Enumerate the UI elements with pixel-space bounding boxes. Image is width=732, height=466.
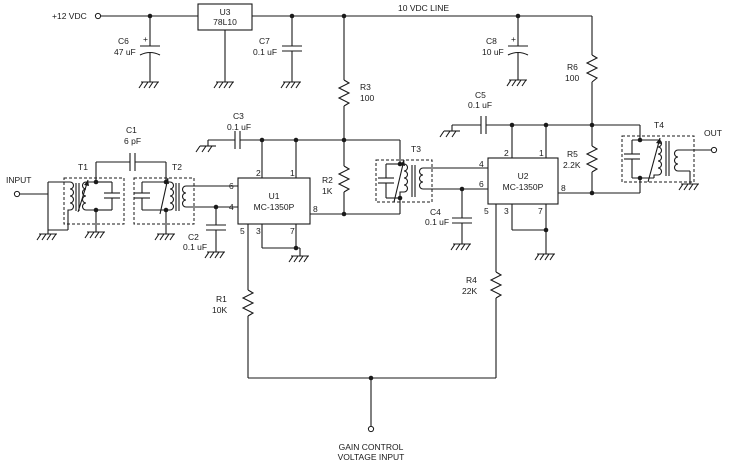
u1-pin-2: 2 bbox=[256, 168, 261, 178]
input-wiring bbox=[20, 181, 68, 241]
resistor-r2 bbox=[337, 139, 400, 217]
c3-ref: C3 bbox=[233, 111, 244, 121]
gain-control-bus bbox=[248, 375, 496, 426]
r1-ref: R1 bbox=[216, 294, 227, 304]
u2-pin-4: 4 bbox=[479, 159, 484, 169]
u2-pin-6: 6 bbox=[479, 179, 484, 189]
r2-ref: R2 bbox=[322, 175, 333, 185]
c7-ref: C7 bbox=[259, 36, 270, 46]
c5-value: 0.1 uF bbox=[468, 100, 492, 110]
t3-to-u2-wiring bbox=[432, 167, 488, 192]
c3-value: 0.1 uF bbox=[227, 122, 251, 132]
c2-value: 0.1 uF bbox=[183, 242, 207, 252]
t4-ref: T4 bbox=[654, 120, 664, 130]
ic-u2 bbox=[487, 125, 592, 272]
ic-u1 bbox=[237, 140, 344, 290]
u1-pin-8: 8 bbox=[313, 204, 318, 214]
voltage-regulator-u3 bbox=[197, 3, 253, 89]
r4-value: 22K bbox=[462, 286, 477, 296]
resistor-r4 bbox=[489, 271, 503, 378]
t2-ref: T2 bbox=[172, 162, 182, 172]
transformer-t4 bbox=[621, 135, 711, 191]
transformer-t2 bbox=[133, 177, 195, 241]
t3-ref: T3 bbox=[411, 144, 421, 154]
u1-pin-6: 6 bbox=[229, 181, 234, 191]
u1-ref: U1 bbox=[269, 191, 280, 201]
gain-control-label-2: VOLTAGE INPUT bbox=[338, 452, 405, 462]
u1-pin-3: 3 bbox=[256, 226, 261, 236]
transformer-t3 bbox=[375, 140, 433, 214]
r5-ref: R5 bbox=[567, 149, 578, 159]
capacitor-c5 bbox=[439, 116, 592, 138]
c1-ref: C1 bbox=[126, 125, 137, 135]
u3-part: 78L10 bbox=[213, 17, 237, 27]
resistor-r5 bbox=[585, 124, 641, 196]
t1-ref: T1 bbox=[78, 162, 88, 172]
c6-ref: C6 bbox=[118, 36, 129, 46]
r3-value: 100 bbox=[360, 93, 374, 103]
input-label: INPUT bbox=[6, 175, 32, 185]
r6-ref: R6 bbox=[567, 62, 578, 72]
u2-pin-7: 7 bbox=[538, 206, 543, 216]
capacitor-c1 bbox=[95, 153, 167, 182]
c6-polarity: + bbox=[143, 34, 148, 44]
c7-value: 0.1 uF bbox=[253, 47, 277, 57]
c8-ref: C8 bbox=[486, 36, 497, 46]
u1-pin-5: 5 bbox=[240, 226, 245, 236]
capacitor-c7 bbox=[280, 16, 302, 89]
r1-value: 10K bbox=[212, 305, 227, 315]
c2-ref: C2 bbox=[188, 232, 199, 242]
u1-pin-7: 7 bbox=[290, 226, 295, 236]
u2-pin-8: 8 bbox=[561, 183, 566, 193]
gain-control-terminal bbox=[367, 425, 375, 433]
u2-pin-3: 3 bbox=[504, 206, 509, 216]
c6-value: 47 uF bbox=[114, 47, 136, 57]
c5-ref: C5 bbox=[475, 90, 486, 100]
c8-polarity: + bbox=[511, 34, 516, 44]
capacitor-c8 bbox=[506, 16, 529, 87]
capacitor-c2 bbox=[204, 207, 226, 259]
u2-ref: U2 bbox=[518, 171, 529, 181]
vdc-line-label: 10 VDC LINE bbox=[398, 3, 449, 13]
c4-value: 0.1 uF bbox=[425, 217, 449, 227]
u1-pin-4: 4 bbox=[229, 202, 234, 212]
capacitor-c4 bbox=[450, 189, 472, 251]
c4-ref: C4 bbox=[430, 207, 441, 217]
r4-ref: R4 bbox=[466, 275, 477, 285]
r2-value: 1K bbox=[322, 186, 333, 196]
u2-pin-1: 1 bbox=[539, 148, 544, 158]
capacitor-c3 bbox=[195, 131, 344, 153]
u2-pin-5: 5 bbox=[484, 206, 489, 216]
capacitor-c6 bbox=[138, 16, 161, 89]
c1-value: 6 pF bbox=[124, 136, 141, 146]
u2-part: MC-1350P bbox=[503, 182, 544, 192]
u1-part: MC-1350P bbox=[254, 202, 295, 212]
u3-ref: U3 bbox=[220, 7, 231, 17]
resistor-r3 bbox=[337, 16, 351, 143]
r5-value: 2.2K bbox=[563, 160, 581, 170]
transformer-t1 bbox=[63, 177, 125, 239]
u2-pin-2: 2 bbox=[504, 148, 509, 158]
output-label: OUT bbox=[704, 128, 722, 138]
gain-control-label-1: GAIN CONTROL bbox=[339, 442, 404, 452]
c8-value: 10 uF bbox=[482, 47, 504, 57]
supply-voltage-label: +12 VDC bbox=[52, 11, 87, 21]
r6-value: 100 bbox=[565, 73, 579, 83]
r3-ref: R3 bbox=[360, 82, 371, 92]
resistor-r6 bbox=[585, 54, 599, 128]
u1-pin-1: 1 bbox=[290, 168, 295, 178]
resistor-r1 bbox=[241, 289, 255, 378]
